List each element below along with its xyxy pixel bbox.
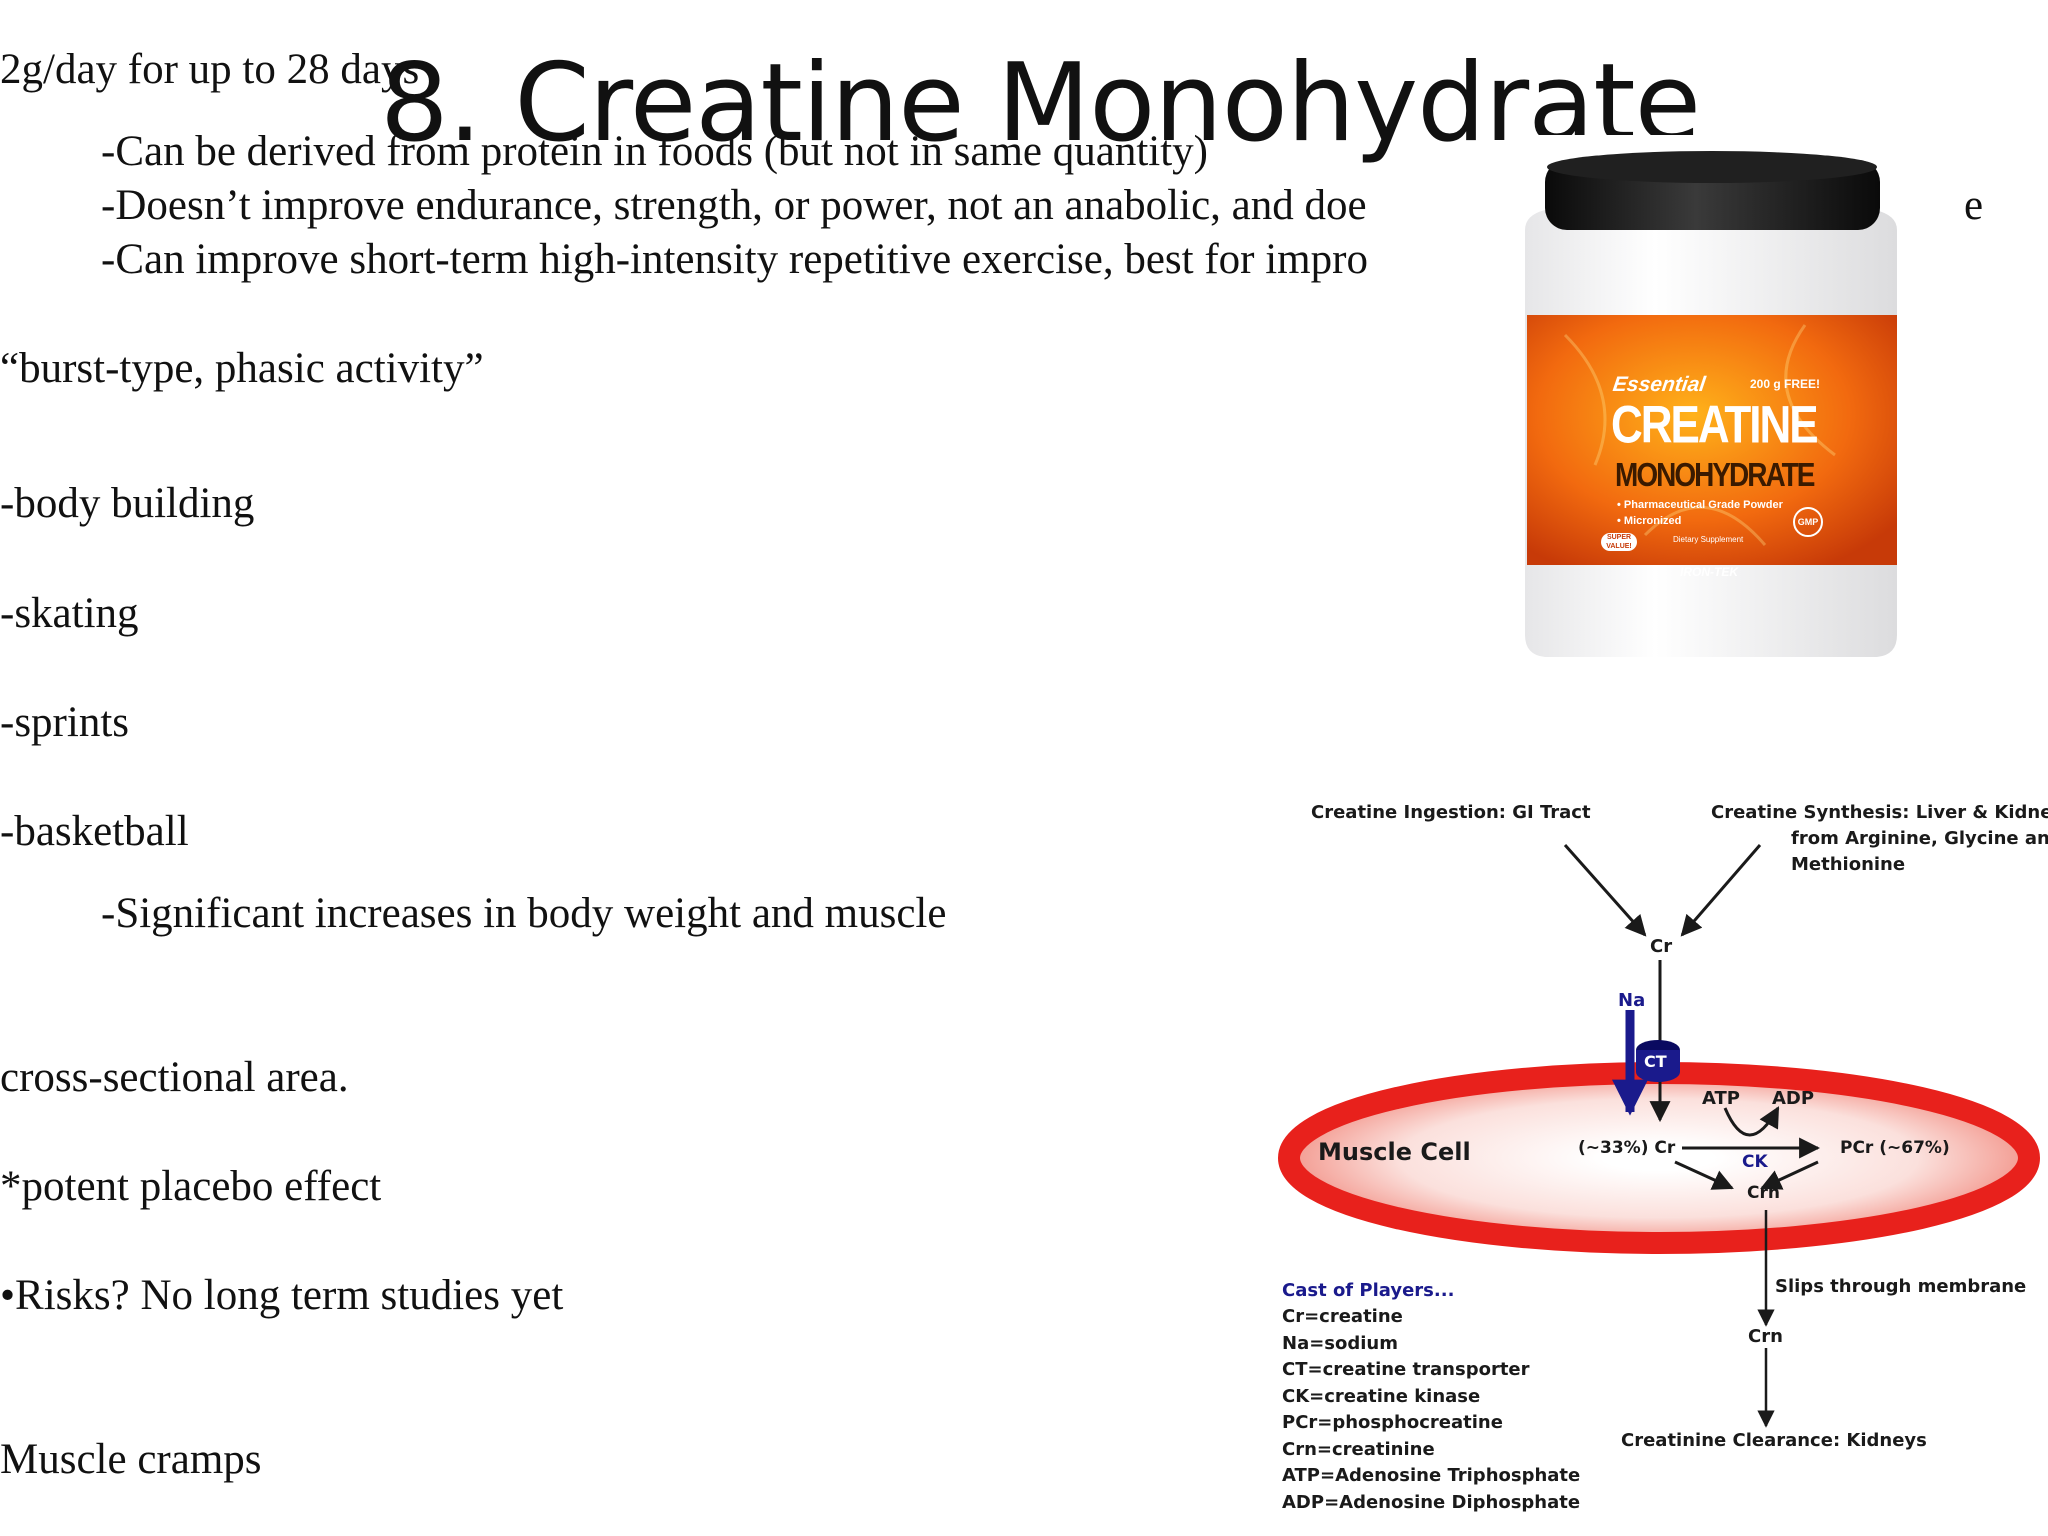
text-line-weight: -Significant increases in body weight an… xyxy=(101,890,947,937)
label-badge: 200 g FREE! xyxy=(1750,377,1821,391)
arrow-ingestion xyxy=(1563,844,1647,937)
label-crn-outer: Crn xyxy=(1748,1326,1783,1347)
label-name-1: CREATINE xyxy=(1611,395,1819,455)
label-ingestion: Creatine Ingestion: GI Tract xyxy=(1311,802,1591,823)
label-cr-top: Cr xyxy=(1650,936,1673,957)
text-line-burst: “burst-type, phasic activity” xyxy=(0,345,484,392)
label-pcr-pool: PCr (~67%) xyxy=(1840,1138,1950,1158)
label-gmp-badge: GMP xyxy=(1793,507,1823,537)
label-crn-inner: Crn xyxy=(1747,1183,1780,1203)
label-maker: IRON-TEK xyxy=(1680,565,1738,579)
text-line-endurance: -Doesn’t improve endurance, strength, or… xyxy=(101,182,1367,229)
text-line-bodybuilding: -body building xyxy=(0,480,255,527)
arrow-cr-to-crn xyxy=(1674,1160,1734,1190)
text-line-derived: -Can be derived from protein in foods (b… xyxy=(101,128,1208,175)
text-line-basketball: -basketball xyxy=(0,808,189,855)
text-line-placebo: *potent placebo effect xyxy=(0,1163,382,1210)
label-synthesis-3: Methionine xyxy=(1791,854,1906,875)
text-line-dosage: 2g/day for up to 28 days xyxy=(0,46,420,93)
slide-title: 8. Creatine Monohydrate xyxy=(380,41,1701,166)
label-muscle-cell: Muscle Cell xyxy=(1318,1138,1471,1166)
arrow-pcr-to-crn xyxy=(1760,1160,1819,1190)
label-synthesis-2: from Arginine, Glycine and xyxy=(1791,828,2048,849)
label-dietary: Dietary Supplement xyxy=(1673,535,1744,544)
label-na: Na xyxy=(1618,990,1646,1011)
arrow-atp-adp xyxy=(1723,1106,1780,1137)
legend-item: Crn=creatinine xyxy=(1282,1438,1435,1460)
label-ct: CT xyxy=(1644,1052,1667,1071)
text-line-risks: •Risks? No long term studies yet xyxy=(0,1272,564,1319)
legend: Cast of Players... Cr=creatine Na=sodium… xyxy=(1282,1278,1580,1516)
label-synthesis-1: Creatine Synthesis: Liver & Kidneys xyxy=(1711,802,2048,823)
text-line-repetitive: -Can improve short-term high-intensity r… xyxy=(101,236,1368,283)
label-cr-pool: (~33%) Cr xyxy=(1578,1138,1676,1158)
creatine-pathway-diagram: Creatine Ingestion: GI Tract Creatine Sy… xyxy=(1270,790,2048,1520)
legend-item: CK=creatine kinase xyxy=(1282,1385,1481,1407)
legend-item: Cr=creatine xyxy=(1282,1306,1403,1327)
legend-title: Cast of Players... xyxy=(1282,1280,1455,1301)
text-line-sprints: -sprints xyxy=(0,699,129,746)
legend-item: Na=sodium xyxy=(1282,1332,1398,1354)
legend-item: ADP=Adenosine Diphosphate xyxy=(1282,1491,1581,1513)
label-atp: ATP xyxy=(1702,1088,1741,1109)
text-line-skating: -skating xyxy=(0,590,139,637)
label-clearance: Creatinine Clearance: Kidneys xyxy=(1621,1430,1927,1451)
label-brand: Essential xyxy=(1611,373,1707,396)
legend-item: ATP=Adenosine Triphosphate xyxy=(1282,1465,1581,1486)
product-photo: Essential 200 g FREE! CREATINE MONOHYDRA… xyxy=(1505,135,1915,665)
label-adp: ADP xyxy=(1772,1088,1815,1109)
arrow-synthesis xyxy=(1680,844,1762,937)
text-line-cross-section: cross-sectional area. xyxy=(0,1054,349,1101)
legend-item: CT=creatine transporter xyxy=(1282,1359,1530,1380)
legend-item: PCr=phosphocreatine xyxy=(1282,1412,1503,1433)
label-super-value: SUPER VALUE! xyxy=(1601,533,1637,551)
text-line-cramps: Muscle cramps xyxy=(0,1436,262,1483)
clipped-glyph: e xyxy=(1964,182,1984,229)
label-feature-2: • Micronized xyxy=(1617,515,1682,527)
label-ck: CK xyxy=(1742,1152,1768,1172)
label-feature-1: • Pharmaceutical Grade Powder xyxy=(1617,499,1783,511)
label-name-2: MONOHYDRATE xyxy=(1615,455,1815,493)
label-slips: Slips through membrane xyxy=(1775,1276,2027,1297)
